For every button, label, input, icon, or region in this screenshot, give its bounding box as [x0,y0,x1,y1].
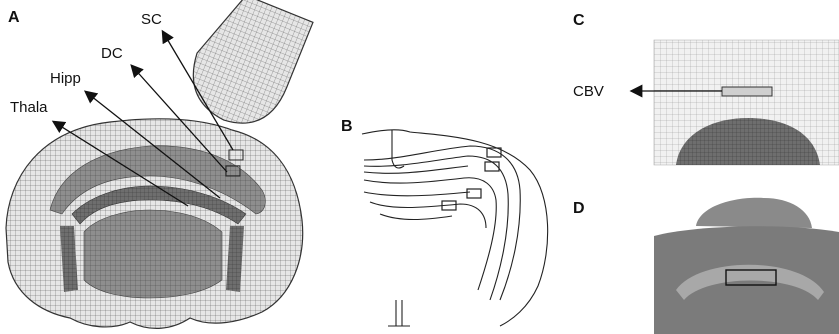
impactor-probe [178,0,313,137]
panel-c-letter: C [573,12,585,29]
panel-c: C CBV [573,12,839,165]
cbv-box [722,87,772,96]
label-thala: Thala [10,99,48,116]
histology-top [696,198,812,228]
label-cbv: CBV [573,83,604,100]
thalamus-mesh [84,210,222,298]
panel-a: A SC DC Hipp Thala [6,0,313,328]
atlas-outline [362,130,548,326]
label-dc: DC [101,45,123,62]
panel-d-letter: D [573,200,585,217]
panel-a-letter: A [8,9,20,26]
label-sc: SC [141,11,162,28]
panel-b: B [341,118,548,326]
hipp-box-b [467,189,481,198]
panel-b-letter: B [341,118,353,135]
label-hipp: Hipp [50,70,81,87]
panel-d: D [573,198,839,334]
